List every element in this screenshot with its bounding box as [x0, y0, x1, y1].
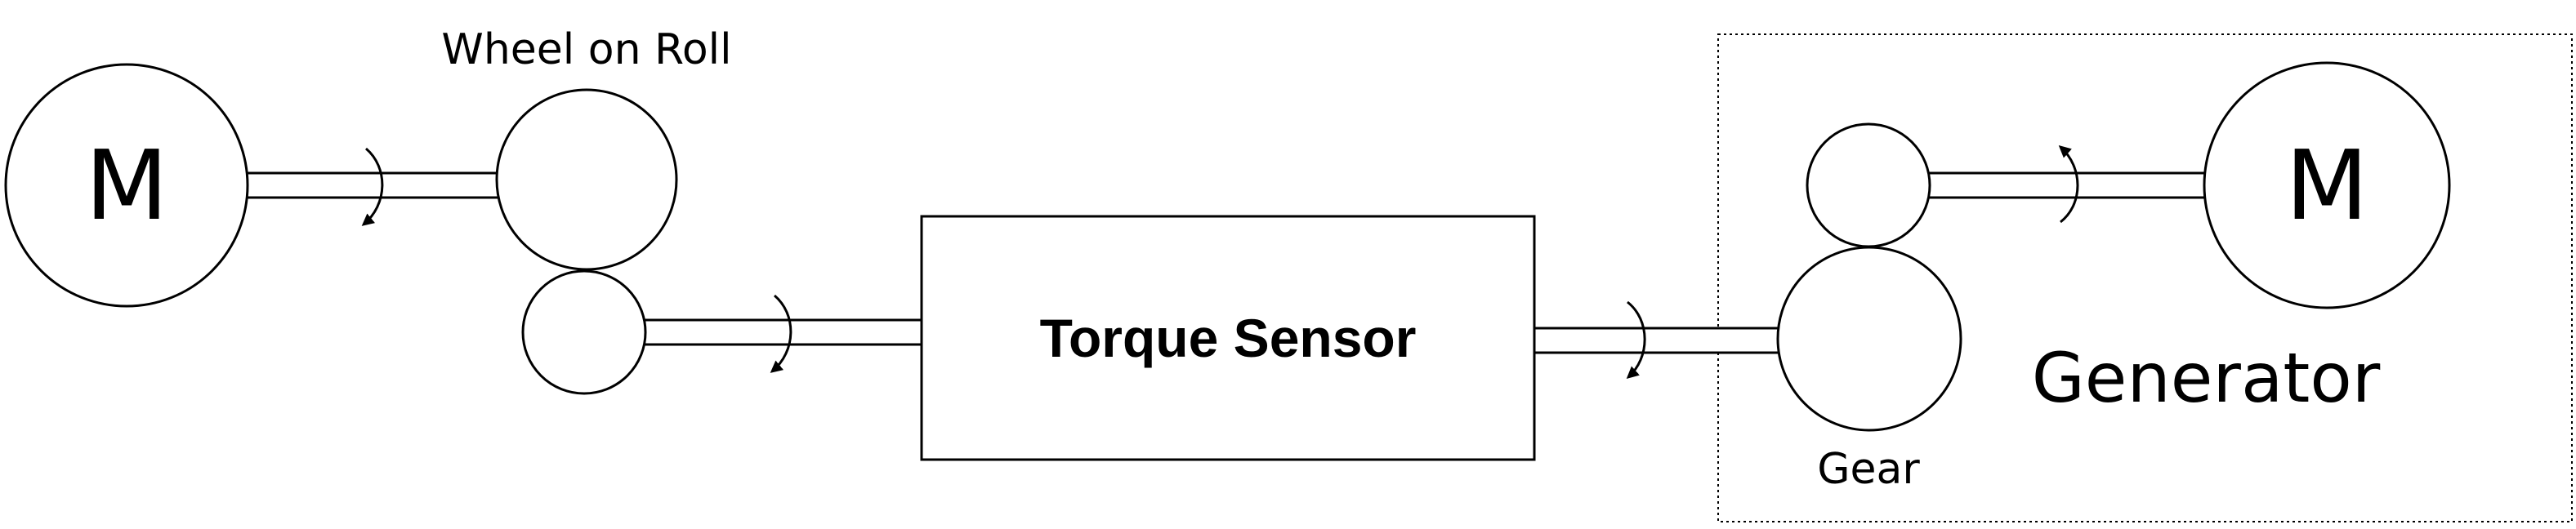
wheel-on-roll-label: Wheel on Roll — [441, 25, 731, 74]
small-gear — [1806, 122, 1931, 248]
rotation-arrow-icon — [2058, 144, 2079, 224]
shaft-sensor-to-gear — [1530, 327, 1783, 354]
shaft-motor-to-wheel — [243, 171, 500, 199]
motor-left-label: M — [85, 129, 168, 242]
gear — [1776, 246, 1962, 432]
roll — [521, 269, 647, 395]
torque-sensor-label: Torque Sensor — [1040, 308, 1417, 368]
torque-sensor-box — [920, 215, 1536, 461]
generator-label: Generator — [2032, 338, 2381, 418]
motor-right — [2203, 61, 2451, 309]
motor-left — [4, 63, 249, 308]
rotation-arrow-icon — [770, 294, 792, 373]
rotation-arrow-icon — [1626, 300, 1646, 379]
shaft-roll-to-sensor — [640, 318, 925, 346]
shaft-small-gear-to-motor — [1926, 171, 2212, 199]
rotation-arrow-icon — [361, 147, 384, 226]
generator-enclosure — [1717, 33, 2573, 522]
motor-right-label: M — [2285, 129, 2368, 242]
gear-label: Gear — [1817, 445, 1920, 494]
wheel — [495, 88, 678, 271]
